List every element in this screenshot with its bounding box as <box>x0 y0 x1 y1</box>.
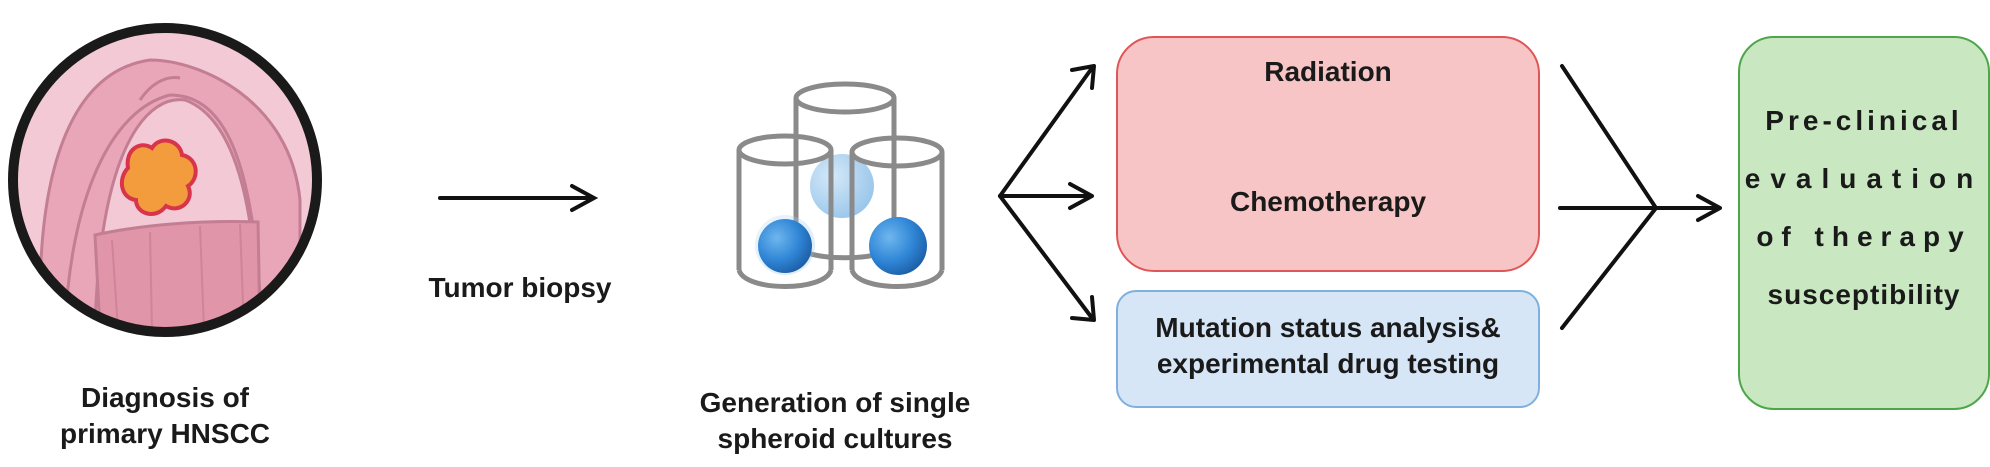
culture-label-line-1: Generation of single <box>699 387 971 418</box>
radiation-chemotherapy-box: Radiation Chemotherapy <box>1116 36 1540 272</box>
radiation-label: Radiation <box>1264 56 1392 87</box>
outcome-label-line-4: susceptibility <box>1767 279 1961 310</box>
outcome-box: Pre-clinical evaluation of therapy susce… <box>1738 36 1990 410</box>
outcome-label-line-3: of therapy <box>1756 221 1972 252</box>
outcome-label-line-1: Pre-clinical <box>1765 105 1963 136</box>
chemotherapy-label: Chemotherapy <box>1229 186 1427 217</box>
culture-label-line-2: spheroid cultures <box>717 423 953 455</box>
outcome-label-line-2: evaluation <box>1744 163 1984 194</box>
biopsy-arrow <box>438 184 599 212</box>
merge-arrows <box>1558 64 1722 330</box>
mutation-analysis-box: Mutation status analysis& experimental d… <box>1116 290 1540 408</box>
throat-illustration <box>8 23 322 337</box>
culture-label: Generation of single spheroid cultures <box>650 385 1020 458</box>
biopsy-label: Tumor biopsy <box>428 272 612 303</box>
spheroids <box>755 215 927 275</box>
mutation-label-line-2: experimental drug testing <box>1156 348 1500 380</box>
outcome-label: Pre-clinical evaluation of therapy susce… <box>1740 92 1988 324</box>
diagnosis-label: Diagnosis of primary HNSCC <box>40 380 290 453</box>
mutation-label: Mutation status analysis& experimental d… <box>1118 310 1538 383</box>
diagnosis-label-line-1: Diagnosis of <box>80 382 249 413</box>
tumor-shape <box>119 138 198 216</box>
fork-arrows <box>998 64 1096 322</box>
diagnosis-label-line-2: primary HNSCC <box>59 418 271 450</box>
mutation-label-line-1: Mutation status analysis& <box>1155 312 1501 343</box>
